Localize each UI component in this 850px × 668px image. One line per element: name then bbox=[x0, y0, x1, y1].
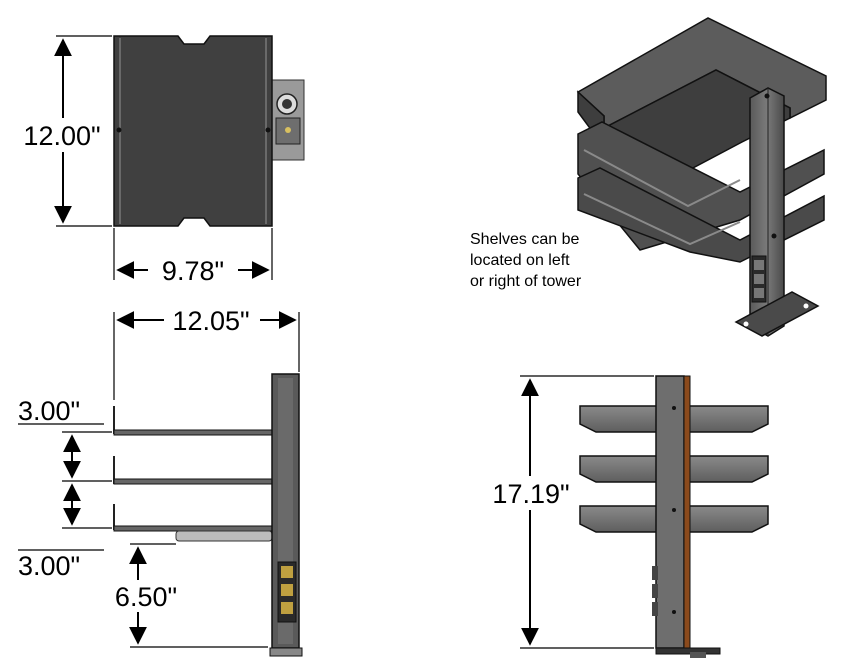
iso-base bbox=[734, 291, 820, 337]
base-hole-icon bbox=[743, 321, 749, 327]
outlet-icon bbox=[281, 602, 293, 614]
screw-icon bbox=[116, 127, 122, 133]
top-height-label: 12.00" bbox=[23, 121, 100, 151]
spacing-bottom-label: 3.00" bbox=[18, 551, 80, 581]
top-width-label: 9.78" bbox=[162, 256, 224, 286]
clearance-label: 6.50" bbox=[115, 582, 177, 612]
screw-icon bbox=[764, 93, 770, 99]
side-shelf-2 bbox=[113, 478, 273, 485]
outlet-icon bbox=[754, 274, 764, 284]
depth-label: 12.05" bbox=[172, 306, 249, 336]
label-backing bbox=[104, 580, 188, 612]
screw-icon bbox=[672, 508, 676, 512]
front-view: 17.19" bbox=[488, 375, 769, 658]
tower-height-label: 17.19" bbox=[492, 479, 569, 509]
outlet-icon bbox=[281, 566, 293, 578]
side-base bbox=[269, 647, 303, 657]
base-hole-icon bbox=[803, 303, 809, 309]
note-line-2: located on left bbox=[470, 252, 570, 269]
iso-shelf-3-lip bbox=[583, 193, 741, 246]
label-backing bbox=[22, 118, 106, 152]
lower-tray bbox=[175, 530, 273, 542]
shelf-top-plate bbox=[113, 35, 273, 227]
outlet-tab bbox=[652, 584, 658, 598]
outlet-tab bbox=[652, 602, 658, 616]
screw-icon bbox=[672, 610, 676, 614]
note-line-3: or right of tower bbox=[470, 273, 582, 290]
fan-hub-icon bbox=[282, 99, 292, 109]
screw-icon bbox=[265, 127, 271, 133]
outlet-icon bbox=[754, 260, 764, 270]
top-view: 12.00" 9.78" bbox=[22, 35, 305, 286]
outlet-screw-icon bbox=[285, 127, 291, 133]
side-view: 12.05" 3.00" 3.00" 6.50" bbox=[18, 304, 303, 657]
label-backing bbox=[488, 476, 574, 510]
tower-side-panel bbox=[683, 375, 691, 649]
side-shelf-1 bbox=[113, 429, 273, 436]
label-backing bbox=[148, 254, 238, 286]
side-shelf-3 bbox=[113, 525, 273, 532]
outlet-tab bbox=[652, 566, 658, 580]
isometric-view bbox=[576, 17, 827, 337]
outlet-icon bbox=[754, 288, 764, 298]
front-base bbox=[655, 647, 721, 655]
spacing-top-label: 3.00" bbox=[18, 396, 80, 426]
front-tower bbox=[655, 375, 685, 649]
label-backing bbox=[164, 304, 260, 336]
screw-icon bbox=[672, 406, 676, 410]
base-foot bbox=[690, 652, 706, 658]
note-line-1: Shelves can be bbox=[470, 231, 580, 248]
screw-icon bbox=[771, 233, 777, 239]
iso-shelf-2-lip bbox=[583, 149, 741, 208]
outlet-icon bbox=[281, 584, 293, 596]
